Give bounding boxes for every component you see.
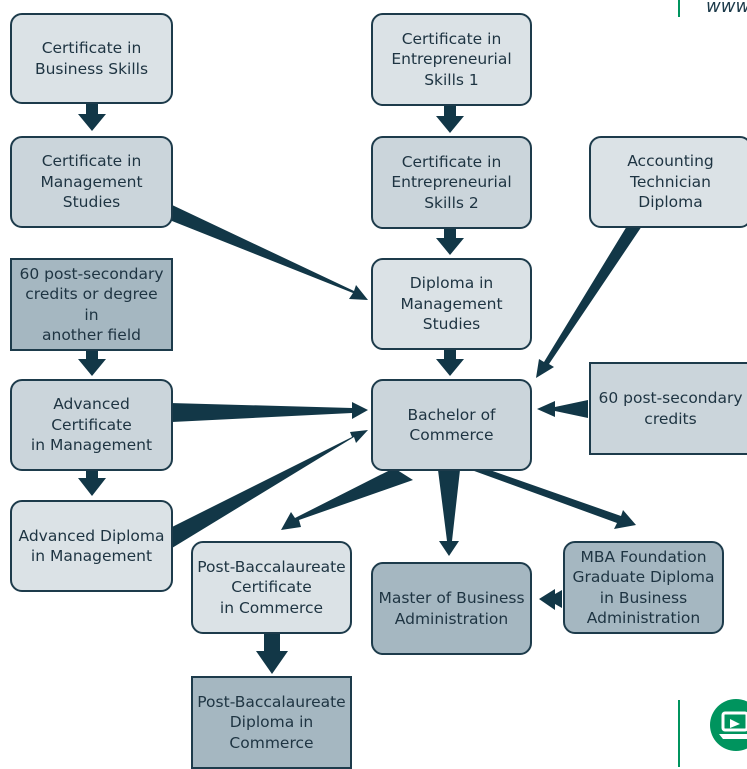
node-master-business-administration: Master of Business Administration: [371, 562, 532, 655]
arrow-pbcert-to-pbdiploma: [256, 631, 288, 674]
arrow-bachelor-to-pbcert: [281, 468, 413, 530]
node-post-bacc-certificate: Post-Baccalaureate Certificate in Commer…: [191, 541, 352, 634]
node-certificate-entrepreneurial-2: Certificate in Entrepreneurial Skills 2: [371, 136, 532, 229]
arrow-advcert-to-bachelor: [170, 402, 368, 422]
header-divider: [678, 0, 680, 17]
arrow-advdiploma-to-bachelor: [166, 430, 368, 548]
laptop-icon-badge[interactable]: [710, 699, 747, 751]
website-url[interactable]: www: [706, 0, 747, 17]
node-60-credits-or-degree: 60 post-secondary credits or degree in a…: [10, 258, 173, 351]
arrow-mgmtstudies-to-diploma: [170, 204, 368, 300]
arrow-bachelor-to-master: [438, 470, 460, 556]
node-certificate-business-skills: Certificate in Business Skills: [10, 13, 173, 104]
arrow-bachelor-to-mba: [466, 468, 636, 529]
node-advanced-certificate-management: Advanced Certificate in Management: [10, 379, 173, 471]
node-advanced-diploma-management: Advanced Diploma in Management: [10, 500, 173, 592]
arrow-advcert-to-advdiploma: [78, 469, 106, 496]
node-certificate-management-studies: Certificate in Management Studies: [10, 136, 173, 228]
arrow-diploma-to-bachelor: [436, 348, 464, 376]
arrow-business-to-management: [78, 101, 106, 131]
footer-divider: [678, 700, 680, 767]
node-mba-foundation-diploma: MBA Foundation Graduate Diploma in Busin…: [563, 541, 724, 634]
arrow-60credits-to-bachelor: [537, 400, 588, 418]
arrow-entrep2-to-diploma: [436, 228, 464, 255]
node-post-bacc-diploma: Post-Baccalaureate Diploma in Commerce: [191, 676, 352, 769]
node-bachelor-of-commerce: Bachelor of Commerce: [371, 379, 532, 471]
node-accounting-technician-diploma: Accounting Technician Diploma: [589, 136, 747, 228]
arrow-accounting-to-bachelor: [536, 226, 642, 378]
laptop-icon: [719, 711, 747, 739]
node-60-post-secondary-credits: 60 post-secondary credits: [589, 362, 747, 455]
arrow-mba-to-master: [539, 589, 562, 610]
node-certificate-entrepreneurial-1: Certificate in Entrepreneurial Skills 1: [371, 13, 532, 106]
arrow-entrep1-to-entrep2: [436, 104, 464, 133]
arrow-60credits-to-advcert: [78, 351, 106, 376]
node-diploma-management-studies: Diploma in Management Studies: [371, 258, 532, 350]
